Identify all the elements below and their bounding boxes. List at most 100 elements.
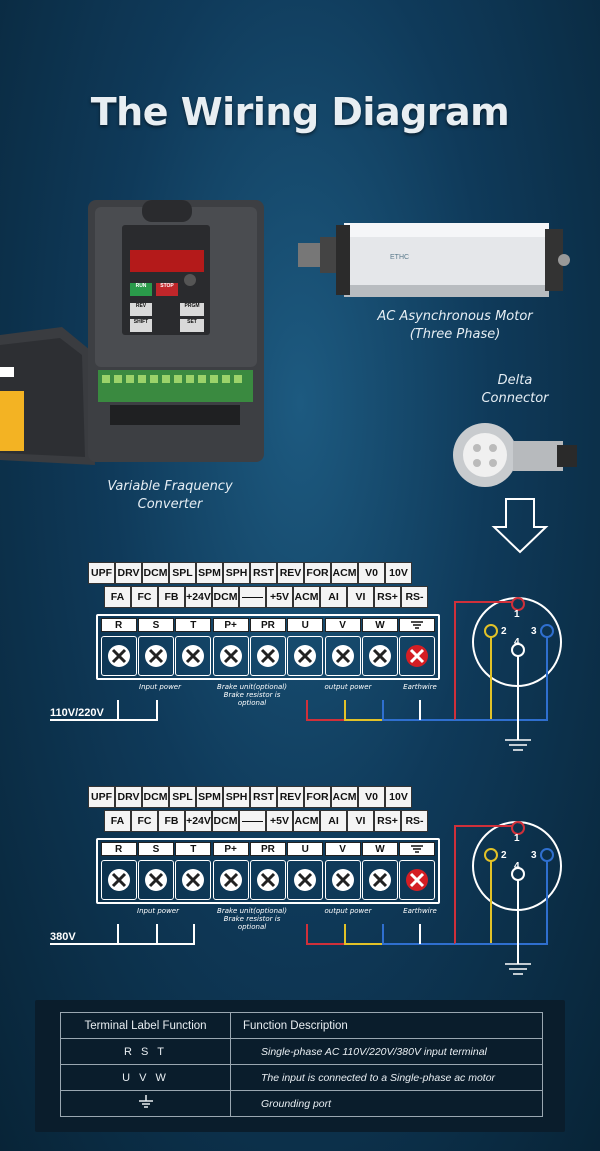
run-button: RUN — [135, 283, 147, 289]
screw-icon — [361, 860, 398, 900]
note-earthwire: Earthwire — [403, 907, 437, 915]
screw-icon — [287, 636, 324, 676]
table-row: U V W The input is connected to a Single… — [60, 1064, 543, 1091]
terminal-drv: DRV — [115, 562, 142, 584]
terminal-fc: FC — [131, 586, 158, 608]
function-table: Terminal Label Function Function Descrip… — [60, 1012, 543, 1117]
wiring-lines-1 — [50, 597, 562, 751]
shift-button: SHIFT — [133, 319, 149, 325]
terminal-v0: V0 — [358, 786, 385, 808]
terminal-24v: +24V — [185, 586, 212, 608]
terminal-dcm: DCM — [142, 786, 169, 808]
table-cell-desc: Grounding port — [230, 1090, 543, 1117]
screw-icon — [361, 636, 398, 676]
power-terminal-p-plus: P+ — [212, 842, 249, 900]
terminal-rs-minus: RS- — [401, 810, 428, 832]
rev-button: REV — [135, 303, 147, 309]
screw-icon — [137, 860, 174, 900]
pin-1: 1 — [514, 833, 520, 844]
terminal-dcm2: DCM — [212, 586, 239, 608]
terminal-rst: RST — [250, 786, 277, 808]
table-cell-desc: The input is connected to a Single-phase… — [230, 1064, 543, 1091]
terminal-fb: FB — [158, 586, 185, 608]
terminal-rev: REV — [277, 786, 304, 808]
screw-icon — [287, 860, 324, 900]
pin-3: 3 — [531, 626, 537, 637]
screw-icon — [324, 636, 361, 676]
terminal-dcm: DCM — [142, 562, 169, 584]
vfd-keypad — [130, 283, 204, 332]
power-terminal-p-plus: P+ — [212, 618, 249, 676]
terminal-sph: SPH — [223, 786, 250, 808]
terminal-ai: AI — [320, 810, 347, 832]
terminal-rs-minus: RS- — [401, 586, 428, 608]
table-cell-label: R S T — [60, 1038, 231, 1065]
terminal-24v: +24V — [185, 810, 212, 832]
table-header: Function Description — [230, 1012, 543, 1039]
terminal-vi: VI — [347, 810, 374, 832]
power-terminal-block-1: R S T P+ PR U V W — [96, 614, 440, 680]
terminal-10v: 10V — [385, 562, 412, 584]
table-cell-desc: Single-phase AC 110V/220V/380V input ter… — [230, 1038, 543, 1065]
note-output-power: output power — [324, 907, 372, 915]
terminal-5v: +5V — [266, 810, 293, 832]
power-terminal-pr: PR — [249, 842, 286, 900]
terminal-acm2: ACM — [293, 810, 320, 832]
power-terminal-ground — [399, 618, 436, 676]
screw-icon — [324, 860, 361, 900]
power-terminal-pr: PR — [249, 618, 286, 676]
terminal-acm2: ACM — [293, 586, 320, 608]
screw-icon — [212, 860, 249, 900]
note-input-power: Input power — [137, 907, 179, 915]
terminal-vi: VI — [347, 586, 374, 608]
terminal-upf: UPF — [88, 786, 115, 808]
prgm-button: PRGM — [184, 303, 200, 309]
ground-icon — [399, 618, 436, 632]
pin-4: 4 — [514, 861, 520, 872]
delta-connector — [453, 423, 577, 487]
voltage-label-1: 110V/220V — [50, 707, 104, 719]
terminal-5v: +5V — [266, 586, 293, 608]
screw-icon — [175, 636, 212, 676]
wiring-lines-2 — [50, 821, 562, 975]
power-terminal-t: T — [175, 618, 212, 676]
terminal-for: FOR — [304, 562, 331, 584]
terminal-rev: REV — [277, 562, 304, 584]
svg-text:ETHC: ETHC — [390, 254, 409, 261]
page-title: The Wiring Diagram — [90, 90, 510, 134]
power-terminal-v: V — [324, 842, 361, 900]
screw-icon — [100, 860, 137, 900]
connector-caption: Delta Connector — [481, 373, 549, 406]
ground-icon — [399, 842, 436, 856]
terminal-strip-2: UPF DRV DCM SPL SPM SPH RST REV FOR ACM … — [88, 786, 440, 904]
terminal-sph: SPH — [223, 562, 250, 584]
motor-caption: AC Asynchronous Motor (Three Phase) — [377, 309, 533, 342]
power-terminal-w: W — [361, 618, 398, 676]
terminal-spm: SPM — [196, 562, 223, 584]
pin-3: 3 — [531, 850, 537, 861]
note-input-power: Input power — [139, 683, 181, 691]
voltage-label-2: 380V — [50, 931, 76, 943]
power-terminal-ground — [399, 842, 436, 900]
table-row: Grounding port — [60, 1090, 543, 1117]
terminal-ai: AI — [320, 586, 347, 608]
screw-icon — [249, 636, 286, 676]
terminal-blank: —— — [239, 586, 266, 608]
terminal-spl: SPL — [169, 562, 196, 584]
terminal-strip-1: UPF DRV DCM SPL SPM SPH RST REV FOR ACM … — [88, 562, 440, 680]
screw-icon — [175, 860, 212, 900]
terminal-fa: FA — [104, 586, 131, 608]
pin-4: 4 — [514, 637, 520, 648]
note-earthwire: Earthwire — [403, 683, 437, 691]
terminal-spm: SPM — [196, 786, 223, 808]
terminal-fc: FC — [131, 810, 158, 832]
ground-icon — [60, 1090, 231, 1117]
control-terminal-row-1: UPF DRV DCM SPL SPM SPH RST REV FOR ACM … — [88, 562, 440, 584]
control-terminal-row-1: UPF DRV DCM SPL SPM SPH RST REV FOR ACM … — [88, 786, 440, 808]
note-output-power: output power — [324, 683, 372, 691]
terminal-fb: FB — [158, 810, 185, 832]
control-terminal-row-2: FA FC FB +24V DCM —— +5V ACM AI VI RS+ R… — [104, 810, 440, 832]
terminal-drv: DRV — [115, 786, 142, 808]
